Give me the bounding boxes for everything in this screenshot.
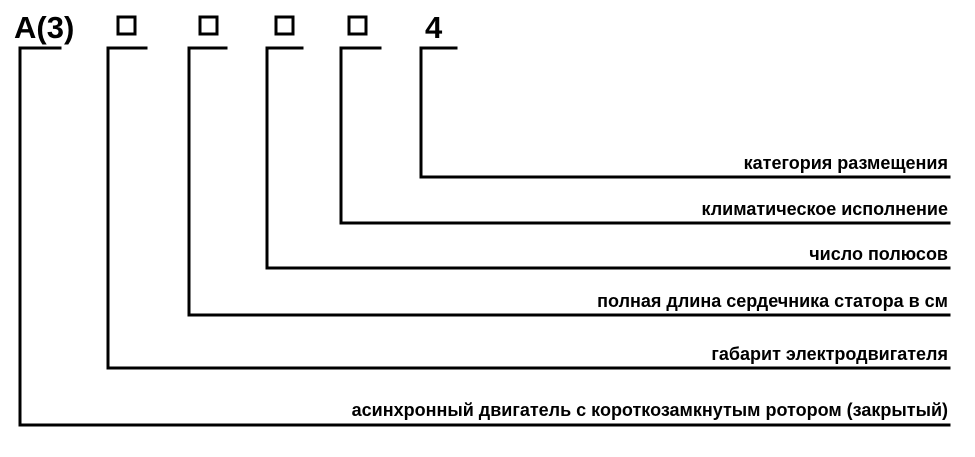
label-climatic: климатическое исполнение (702, 199, 948, 219)
leader-category (419, 46, 951, 179)
placeholder-box-3 (274, 15, 295, 36)
label-length: полная длина сердечника статора в см (597, 291, 948, 311)
label-category: категория размещения (744, 153, 948, 173)
placeholder-box-2 (198, 15, 219, 36)
label-frame: габарит электродвигателя (711, 344, 948, 364)
label-poles: число полюсов (809, 244, 948, 264)
placeholder-box-4 (347, 15, 368, 36)
label-motor-type: асинхронный двигатель с короткозамкнутым… (352, 400, 948, 420)
leader-climatic (339, 46, 951, 225)
leader-poles (265, 46, 951, 270)
designation-prefix: А(3) (14, 10, 74, 45)
leader-frame (106, 46, 951, 370)
leader-motor-type (18, 46, 951, 427)
placeholder-box-1 (116, 15, 137, 36)
leader-length (187, 46, 951, 317)
designation-suffix: 4 (425, 10, 443, 45)
